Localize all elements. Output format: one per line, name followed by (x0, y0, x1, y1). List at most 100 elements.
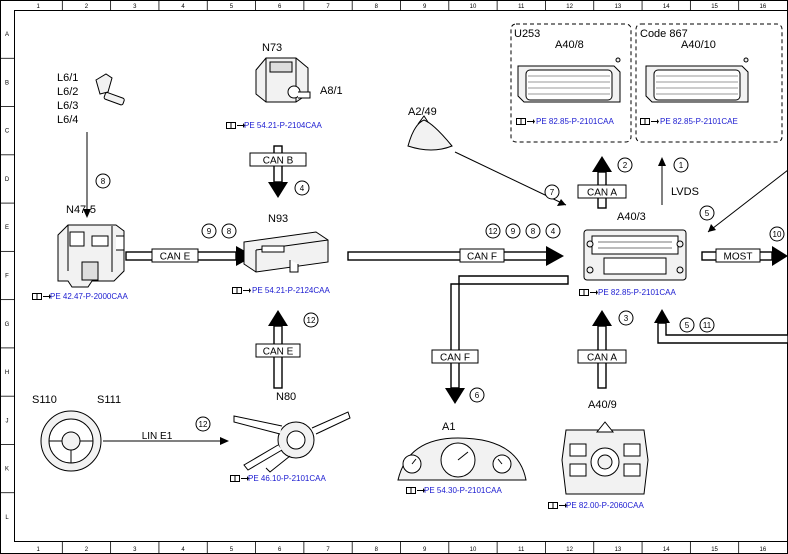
svg-text:12: 12 (199, 420, 208, 429)
svg-text:PE 54.21-P-2104CAA: PE 54.21-P-2104CAA (244, 121, 322, 130)
reference-n47[interactable]: PE 42.47-P-2000CAA (32, 292, 128, 301)
svg-text:CAN E: CAN E (160, 252, 191, 263)
row-letter: C (5, 129, 10, 135)
row-letter: H (5, 370, 9, 376)
marker-11: 11 (699, 317, 715, 333)
svg-text:9: 9 (207, 227, 212, 236)
svg-text:5: 5 (705, 209, 710, 218)
marker-8-n93: 8 (221, 223, 237, 239)
can-a-top-label: CAN A (577, 184, 627, 199)
svg-text:2: 2 (623, 161, 628, 170)
svg-text:PE 82.00-P-2060CAA: PE 82.00-P-2060CAA (566, 501, 644, 510)
column-number: 16 (760, 547, 767, 553)
marker-12-canf: 12 (485, 223, 501, 239)
svg-text:8: 8 (101, 177, 106, 186)
column-number: 16 (760, 4, 767, 10)
can-f-vertical-label: CAN F (431, 349, 479, 364)
svg-text:PE 82.85-P-2101CAA: PE 82.85-P-2101CAA (536, 117, 614, 126)
marker-8-canf: 8 (525, 223, 541, 239)
numbered-markers: 8 4 9 8 12 9 8 4 7 2 1 5 10 3 5 11 12 6 … (95, 157, 785, 432)
marker-7: 7 (544, 184, 560, 200)
column-number: 6 (278, 4, 282, 10)
l6-1-label: L6/1 (57, 72, 78, 84)
svg-text:12: 12 (307, 316, 316, 325)
arrowhead-can-f-right (546, 246, 564, 266)
lvds-label: LVDS (671, 186, 699, 198)
svg-text:CAN E: CAN E (263, 347, 294, 358)
marker-3: 3 (618, 310, 634, 326)
n73-label: N73 (262, 42, 282, 54)
column-number: 6 (278, 547, 282, 553)
code867-label: Code 867 (640, 28, 688, 40)
svg-text:11: 11 (703, 321, 712, 330)
display-a4010-icon (645, 57, 749, 103)
row-letter: A (5, 32, 9, 38)
arrowhead-lvds (658, 157, 666, 166)
reference-a409[interactable]: PE 82.00-P-2060CAA (548, 501, 644, 510)
marker-10: 10 (769, 226, 785, 242)
svg-text:PE 82.85-P-2101CAA: PE 82.85-P-2101CAA (598, 288, 676, 297)
reference-n80[interactable]: PE 46.10-P-2101CAA (230, 474, 326, 483)
column-number: 13 (615, 547, 622, 553)
row-letter: G (5, 322, 10, 328)
svg-text:PE 42.47-P-2000CAA: PE 42.47-P-2000CAA (50, 292, 128, 301)
u253-variant-box (510, 23, 632, 143)
l6-2-label: L6/2 (57, 86, 78, 98)
arrowhead-a249 (557, 199, 566, 206)
variant-boxes (510, 23, 783, 143)
column-number: 3 (133, 4, 137, 10)
a408-label: A40/8 (555, 39, 584, 51)
can-f-horizontal-label: CAN F (459, 248, 505, 263)
can-e-horizontal-label: CAN E (151, 248, 199, 263)
reference-n73[interactable]: PE 54.21-P-2104CAA (226, 121, 322, 130)
column-number: 2 (85, 547, 89, 553)
most-label: MOST (715, 248, 761, 263)
reference-a1[interactable]: PE 54.30-P-2101CAA (406, 486, 502, 495)
component-drawings (40, 57, 749, 495)
column-number: 14 (663, 4, 670, 10)
column-number: 15 (711, 4, 718, 10)
column-number: 9 (423, 4, 427, 10)
column-number: 11 (518, 547, 525, 553)
svg-text:PE 46.10-P-2101CAA: PE 46.10-P-2101CAA (248, 474, 326, 483)
marker-12-cane: 12 (303, 312, 319, 328)
svg-text:CAN B: CAN B (263, 156, 294, 167)
svg-text:CAN F: CAN F (440, 353, 470, 364)
column-number: 13 (615, 4, 622, 10)
svg-text:CAN A: CAN A (587, 353, 617, 364)
marker-9-canf: 9 (505, 223, 521, 239)
audio-control-panel-icon (561, 421, 649, 495)
svg-text:8: 8 (531, 227, 536, 236)
svg-text:12: 12 (489, 227, 498, 236)
row-letter: L (5, 515, 9, 521)
a249-label: A2/49 (408, 106, 437, 118)
column-number: 15 (711, 547, 718, 553)
column-number: 10 (470, 547, 477, 553)
esp-control-unit-icon (57, 224, 125, 288)
svg-text:3: 3 (624, 314, 629, 323)
can-e-vertical-label: CAN E (255, 343, 301, 358)
row-letter: E (5, 225, 9, 231)
column-number: 8 (375, 4, 379, 10)
column-number: 12 (566, 547, 573, 553)
row-letter: F (5, 274, 9, 280)
can-b-label: CAN B (249, 152, 307, 167)
reference-a4010[interactable]: PE 82.85-P-2101CAE (640, 117, 738, 126)
marker-5-top: 5 (699, 205, 715, 221)
reference-a403[interactable]: PE 82.85-P-2101CAA (579, 288, 676, 297)
l6-sensor-icon (95, 73, 125, 106)
n80-label: N80 (276, 391, 296, 403)
lin-label: LIN E1 (142, 431, 173, 442)
marker-4-canb: 4 (294, 180, 310, 196)
arrowhead-can-a-top-up (592, 156, 612, 172)
reference-a408[interactable]: PE 82.85-P-2101CAA (516, 117, 614, 126)
svg-text:4: 4 (300, 184, 305, 193)
svg-text:PE 82.85-P-2101CAE: PE 82.85-P-2101CAE (660, 117, 738, 126)
display-a408-icon (517, 57, 621, 103)
n47-label: N47-5 (66, 204, 96, 216)
reference-n93[interactable]: PE 54.21-P-2124CAA (232, 286, 330, 295)
marker-2: 2 (617, 157, 633, 173)
column-number: 5 (230, 4, 234, 10)
